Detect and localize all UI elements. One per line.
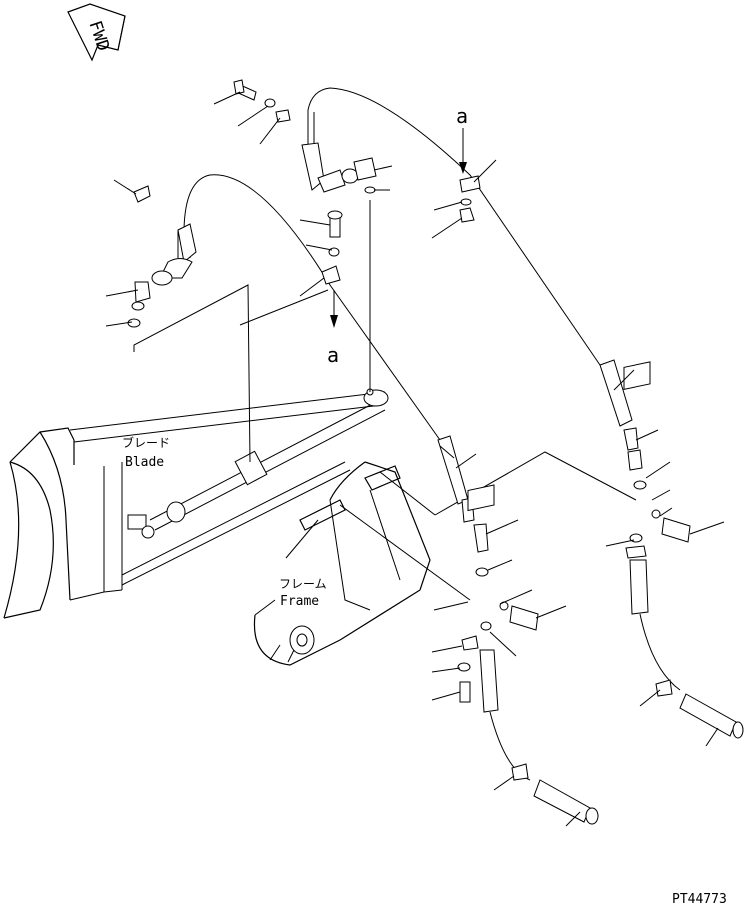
fwd-arrow: FWD <box>67 3 126 62</box>
frame-label-jp: フレーム <box>279 577 327 591</box>
view-arrow-top: a <box>456 104 468 174</box>
view-arrow-bottom: a <box>327 290 339 367</box>
frame-label-en: Frame <box>280 594 319 609</box>
blade-label-en: Blade <box>125 455 164 470</box>
hardware-top <box>233 79 481 285</box>
tilt-cylinder <box>149 388 389 531</box>
fwd-label: FWD <box>85 18 114 53</box>
blade-label: ブレード Blade <box>122 435 170 470</box>
blade-label-jp: ブレード <box>122 435 170 450</box>
callout-leaders <box>105 91 725 827</box>
hose-right <box>599 359 744 739</box>
frame-label: フレーム Frame <box>279 577 327 609</box>
view-marker-top: a <box>456 104 468 128</box>
hose-top <box>301 87 601 366</box>
drawing-number: PT44773 <box>672 892 727 907</box>
hose-center <box>437 435 599 825</box>
blade <box>3 391 386 619</box>
frame <box>253 461 471 666</box>
hose-left <box>127 174 441 441</box>
routing-leaders <box>133 200 637 516</box>
view-marker-bottom: a <box>327 343 339 367</box>
